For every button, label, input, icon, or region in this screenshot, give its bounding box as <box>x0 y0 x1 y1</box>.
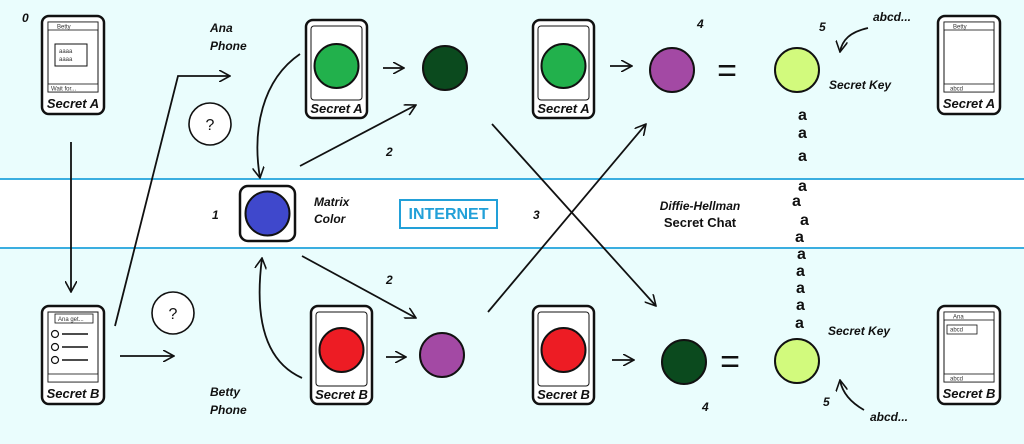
arrow-to-ana-phone <box>114 76 230 327</box>
equals-sign-top: = <box>717 52 737 90</box>
a-letter: a <box>796 297 805 314</box>
matrix-label-line1: Matrix <box>314 195 351 209</box>
arrow-secret-a-to-matrix <box>257 53 301 178</box>
secret-b-red-box: Secret B <box>309 304 374 406</box>
step-2-label-bottom: 2 <box>385 273 393 287</box>
a-letter: a <box>800 212 809 229</box>
a-letter: a <box>796 263 805 280</box>
betty-phone-label-line1: Betty <box>210 385 241 399</box>
phone-secret-b-end: Ana abcd abcd Secret B <box>936 304 1002 406</box>
step-5-label-bottom: 5 <box>823 395 830 409</box>
a-letter: a <box>798 125 807 142</box>
purple-result-dot <box>649 47 695 93</box>
ana-phone-label-line1: Ana <box>209 21 233 35</box>
secret-a-caption: Secret A <box>943 96 995 111</box>
secret-a-caption: Secret A <box>537 101 589 116</box>
a-letter: a <box>795 229 804 246</box>
list-bullet <box>50 329 60 339</box>
a-letter-column: a a a a a a a a a a a a <box>792 107 809 332</box>
arrow-secret-b-to-matrix <box>260 258 303 379</box>
betty-phone-label-line2: Phone <box>210 403 247 417</box>
abcd-label-bottom: abcd... <box>870 410 908 424</box>
secret-key-dot-top <box>774 47 820 93</box>
ana-phone-label-line2: Phone <box>210 39 247 53</box>
arrow-matrix-to-purple <box>301 255 416 318</box>
internet-label-box: INTERNET <box>399 199 498 229</box>
a-letter: a <box>798 148 807 165</box>
secret-a-caption: Secret A <box>47 96 99 111</box>
question-mark: ? <box>169 306 178 323</box>
phone-secret-b-start: Ana get... Secret B <box>40 304 106 406</box>
red-color-dot <box>540 327 587 373</box>
internet-band <box>0 179 1024 248</box>
step-3-label: 3 <box>533 208 540 222</box>
secret-key-label-bottom: Secret Key <box>828 324 891 338</box>
phone-box-text-1: aaaa <box>59 49 73 55</box>
phone-header-text: Betty <box>57 25 71 31</box>
list-bullet <box>50 342 60 352</box>
dark-green-mix-dot <box>422 45 468 91</box>
a-letter: a <box>797 246 806 263</box>
list-bullet <box>50 355 60 365</box>
a-letter: a <box>792 193 801 210</box>
dh-label-line1: Diffie-Hellman <box>660 199 740 213</box>
phone-footer-text: abcd <box>950 87 963 93</box>
secret-b-caption: Secret B <box>315 387 368 402</box>
secret-key-dot-bottom <box>774 338 820 384</box>
a-letter: a <box>795 315 804 332</box>
a-letter: a <box>798 107 807 124</box>
secret-b-caption: Secret B <box>47 386 100 401</box>
internet-label: INTERNET <box>409 206 489 223</box>
question-mark: ? <box>206 117 215 134</box>
phone-footer-text: abcd <box>950 377 963 383</box>
phone-secret-a-start: Betty aaaa aaaa Wait for... Secret A <box>40 14 106 116</box>
step-4-label-bottom: 4 <box>701 400 709 414</box>
dark-green-result-dot <box>661 339 707 385</box>
question-bubble-bottom: ? <box>151 291 195 335</box>
secret-b-caption: Secret B <box>943 386 996 401</box>
blue-color-dot <box>244 190 291 237</box>
arrow-matrix-to-dark-green <box>299 105 416 167</box>
step-4-label-top: 4 <box>696 17 704 31</box>
arrow-exchange-purple <box>487 124 646 313</box>
phone-header-text: Betty <box>953 25 967 31</box>
phone-box-text-2: aaaa <box>59 57 73 63</box>
a-letter: a <box>798 178 807 195</box>
phone-header-text: Ana get... <box>58 317 84 323</box>
phone-box-text: abcd <box>950 328 963 334</box>
phone-footer-text: Wait for... <box>51 87 76 93</box>
secret-b-red-box-2: Secret B <box>531 304 596 406</box>
equals-sign-bottom: = <box>720 343 740 381</box>
dh-label-line2: Secret Chat <box>664 215 737 230</box>
purple-mix-dot <box>419 332 465 378</box>
question-bubble-top: ? <box>188 102 232 146</box>
step-0-label: 0 <box>22 11 29 25</box>
matrix-color-box <box>238 184 297 243</box>
step-1-label: 1 <box>212 208 219 222</box>
secret-a-caption: Secret A <box>310 101 362 116</box>
arrow-abcd-bottom <box>840 380 865 411</box>
arrow-exchange-dark-green <box>491 123 656 306</box>
phone-secret-a-end: Betty abcd Secret A <box>936 14 1002 116</box>
a-letter: a <box>796 280 805 297</box>
secret-b-caption: Secret B <box>537 387 590 402</box>
red-color-dot <box>318 327 365 373</box>
secret-a-green-box-2: Secret A <box>531 18 596 120</box>
matrix-label-line2: Color <box>314 212 347 226</box>
step-2-label-top: 2 <box>385 145 393 159</box>
arrow-abcd-top <box>840 27 869 52</box>
green-color-dot <box>313 43 360 89</box>
green-color-dot <box>540 43 587 89</box>
step-5-label-top: 5 <box>819 20 826 34</box>
abcd-label-top: abcd... <box>873 10 911 24</box>
secret-a-green-box: Secret A <box>304 18 369 120</box>
phone-header-text: Ana <box>953 315 964 321</box>
secret-key-label-top: Secret Key <box>829 78 892 92</box>
